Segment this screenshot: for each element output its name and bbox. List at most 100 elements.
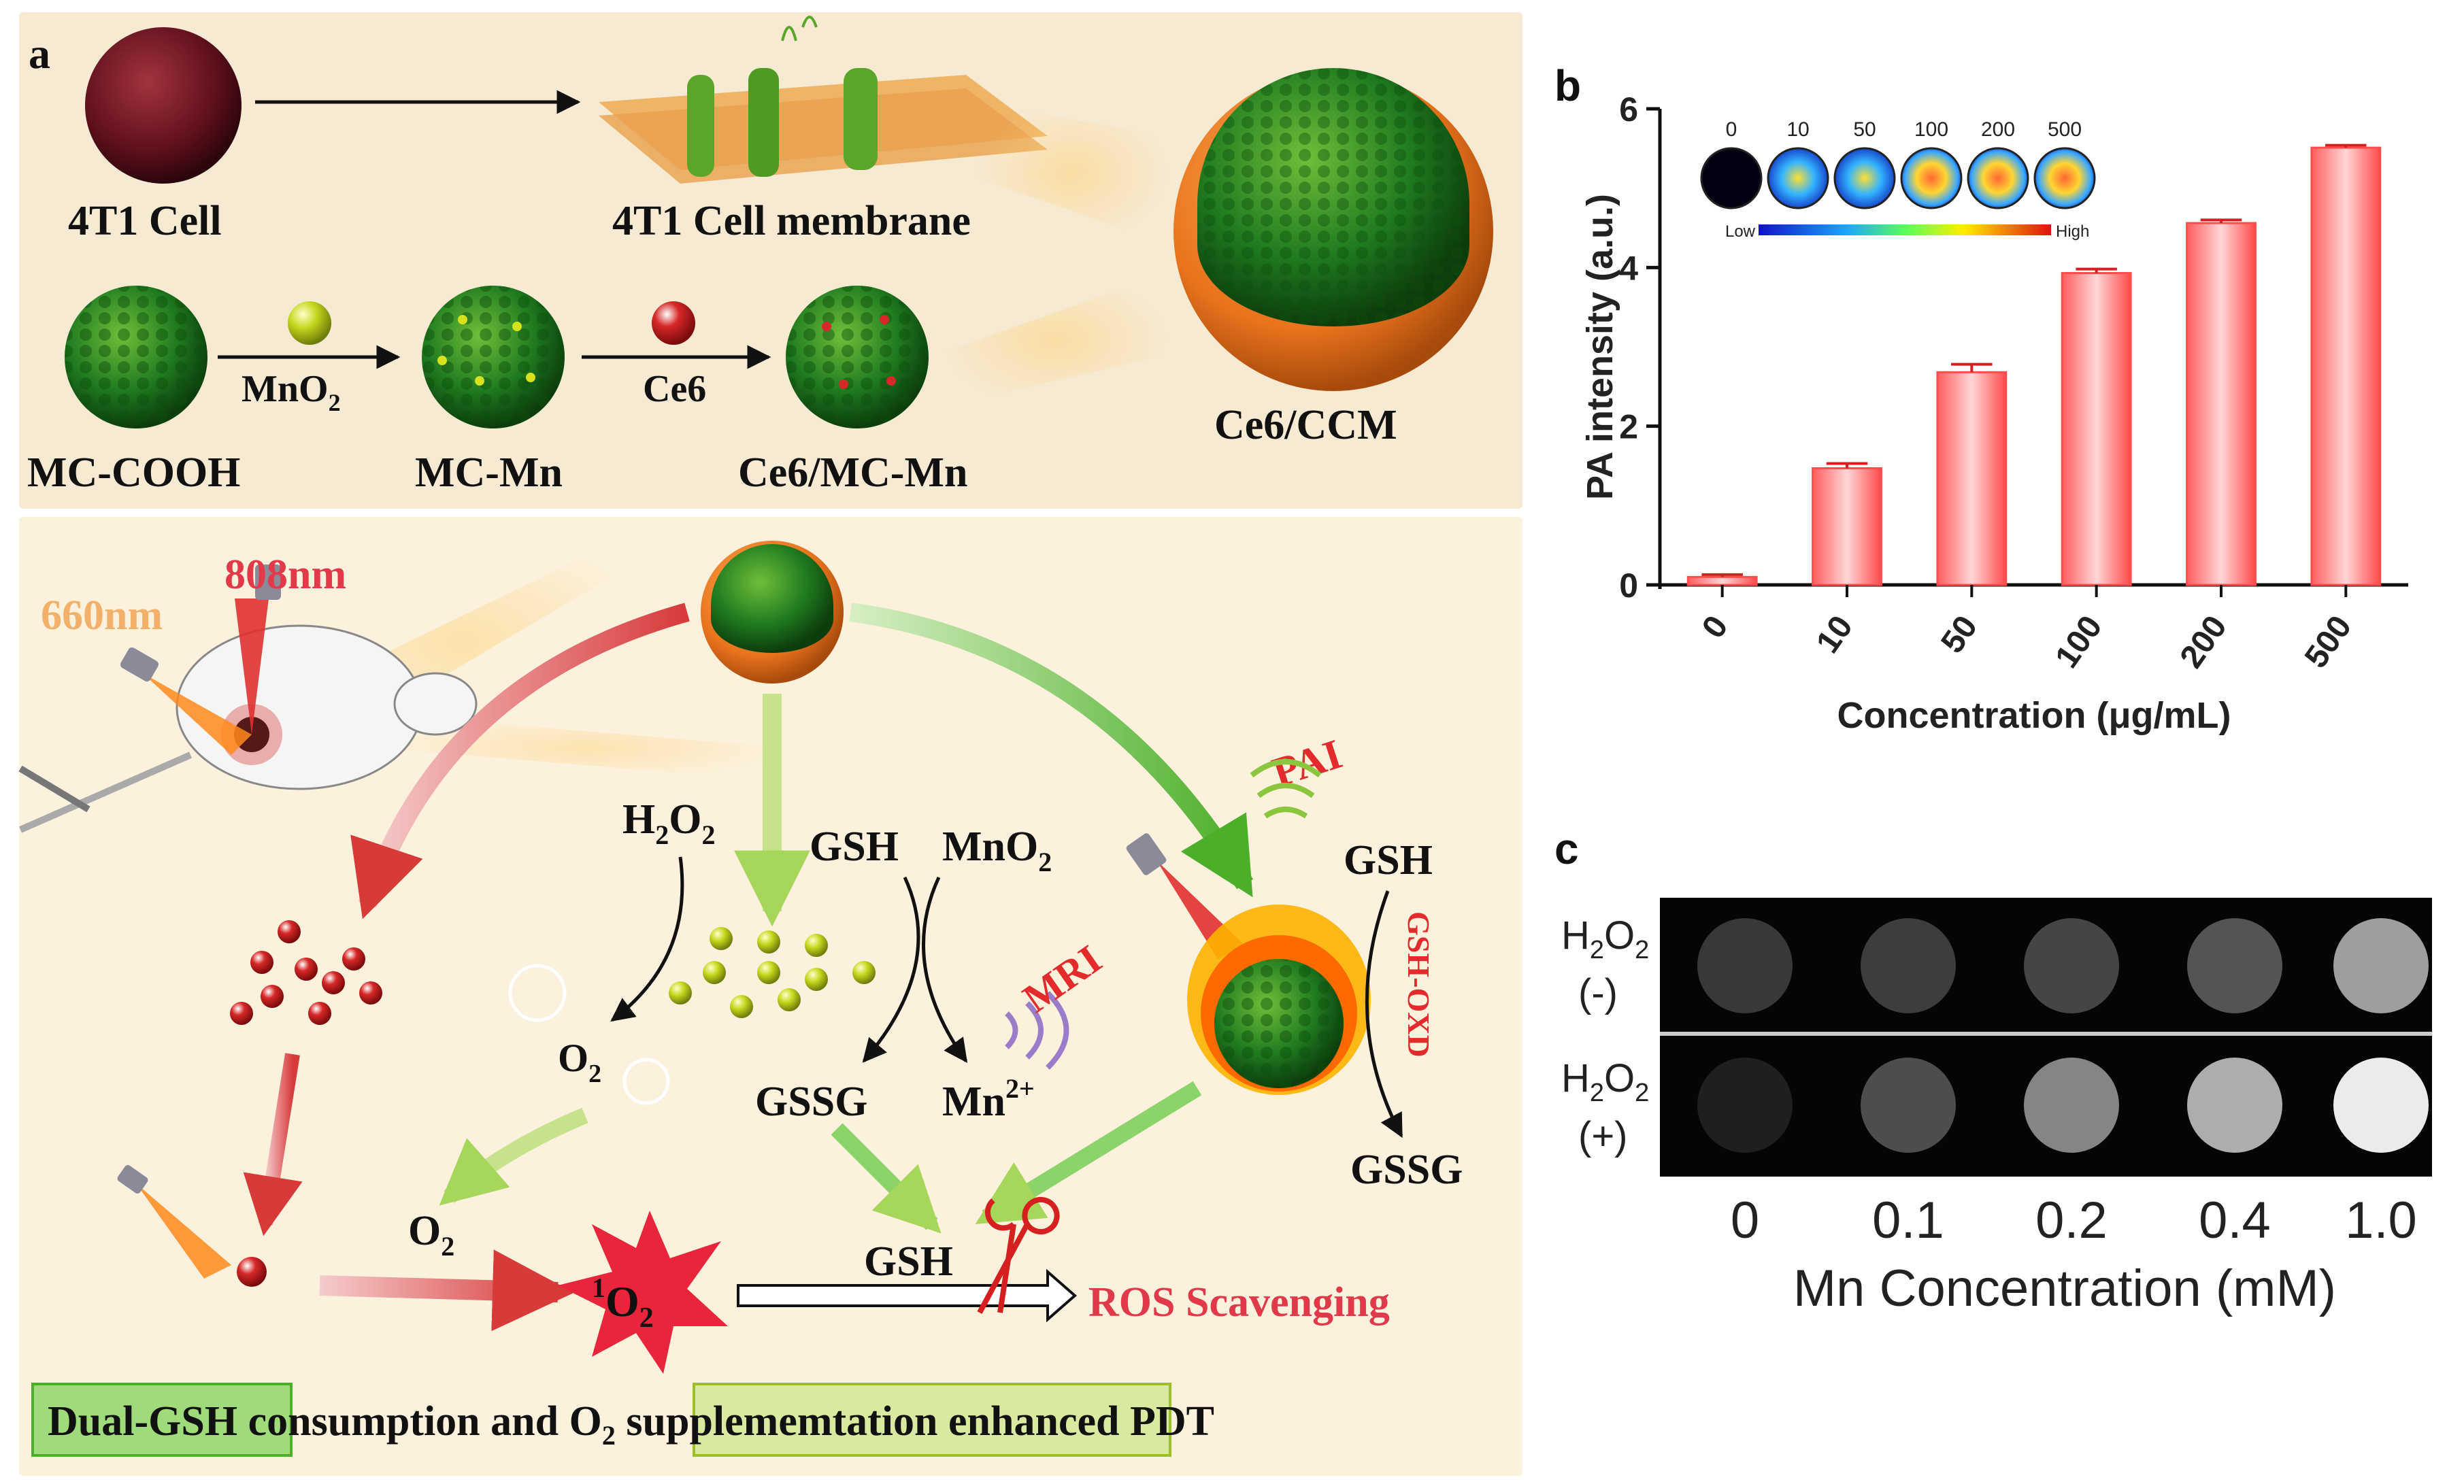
pa-image-well xyxy=(1767,147,1829,209)
o2-green-arrow xyxy=(439,1107,588,1206)
bar xyxy=(1686,575,1758,586)
mri-concentration-label: 0.4 xyxy=(2199,1192,2271,1249)
ce6-bead-single xyxy=(237,1257,267,1287)
4t1-cell xyxy=(85,27,242,184)
ce6-bead-cluster xyxy=(230,920,382,1025)
inset-label: 50 xyxy=(1853,118,1876,141)
mc-mn-label: MC-Mn xyxy=(415,450,563,496)
ce6-mc-mn-label: Ce6/MC-Mn xyxy=(738,450,967,496)
panel-c-letter: c xyxy=(1554,824,1579,873)
mri-well-plus xyxy=(2187,1058,2282,1153)
gsh-oxd-label: GSH-OXD xyxy=(1401,911,1436,1058)
green-arrow-pai xyxy=(849,603,1254,898)
y-tick-label: 6 xyxy=(1619,90,1638,129)
mri-concentration-label: 0.2 xyxy=(2035,1192,2108,1249)
bubble-1 xyxy=(508,964,567,1022)
pa-image-well xyxy=(2033,147,2096,209)
row1-sign: (-) xyxy=(1578,971,1618,1015)
mno2-bead xyxy=(288,301,331,345)
bar xyxy=(2061,272,2132,586)
red-arrow-down xyxy=(243,1053,303,1236)
inset-label: 0 xyxy=(1726,118,1737,141)
y-axis-title: PA intensity (a.u.) xyxy=(1580,194,1620,500)
pai-wave-icon xyxy=(1250,759,1322,819)
x-tick-label: 10 xyxy=(1810,609,1860,660)
mri-wave-icon xyxy=(1005,991,1069,1070)
bar xyxy=(2186,222,2257,586)
mri-well-minus xyxy=(2187,918,2282,1013)
glow-beam-top xyxy=(973,102,1170,245)
inset-label: 10 xyxy=(1786,118,1809,141)
banner-highlight-yellow xyxy=(693,1383,1171,1457)
laser-808-right-head xyxy=(1126,833,1167,875)
mri-concentration-label: 1.0 xyxy=(2345,1192,2417,1249)
syringe xyxy=(18,765,90,813)
heated-green-arrow xyxy=(975,1081,1202,1225)
gssg-green-arrow xyxy=(831,1123,942,1234)
mri-x-axis-title: Mn Concentration (mM) xyxy=(1793,1260,2336,1317)
mri-concentration-label: 0.1 xyxy=(1872,1192,1944,1249)
4t1-cell-label: 4T1 Cell xyxy=(68,198,222,244)
inset-label: 200 xyxy=(1981,118,2015,141)
y-tick-label: 0 xyxy=(1619,567,1638,605)
inset-label: 500 xyxy=(2048,118,2082,141)
h2o2-to-o2-arrow xyxy=(610,856,684,1022)
row2-h2o2-label: H2O2 xyxy=(1561,1056,1649,1107)
h2o2-label: H2O2 xyxy=(622,796,715,850)
x-tick-label: 500 xyxy=(2298,609,2359,675)
cell-membrane-illustration xyxy=(599,16,1048,184)
mri-well-plus xyxy=(1697,1058,1793,1153)
laser-660-beam xyxy=(143,673,252,755)
ros-scavenging-label: ROS Scavenging xyxy=(1088,1279,1390,1326)
panel-a-letter: a xyxy=(29,29,50,78)
bar xyxy=(2310,146,2382,586)
laser-808-beam xyxy=(235,598,269,735)
gsh-to-gssg-arrow xyxy=(862,876,920,1063)
pa-image-well xyxy=(1833,147,1896,209)
wavelength-808-label: 808nm xyxy=(224,552,346,598)
colorbar-low-label: Low xyxy=(1725,222,1756,241)
y-tick-label: 2 xyxy=(1619,408,1638,446)
row2-sign: (+) xyxy=(1578,1114,1628,1158)
red-arrow-release xyxy=(350,603,690,920)
bar xyxy=(1812,467,1882,586)
inset-label: 100 xyxy=(1914,118,1948,141)
bubble-2 xyxy=(622,1058,670,1105)
laser-660-small-head xyxy=(117,1165,148,1194)
wavelength-660-label: 660nm xyxy=(41,592,163,639)
mri-well-minus xyxy=(1861,918,1956,1013)
mri-well-minus xyxy=(1697,918,1793,1013)
x-tick-label: 50 xyxy=(1934,609,1984,660)
cell-membrane-label: 4T1 Cell membrane xyxy=(612,198,971,244)
laser-808-head xyxy=(255,564,281,600)
x-tick-label: 100 xyxy=(2048,609,2109,675)
o2-small-label: O2 xyxy=(558,1036,601,1088)
mri-well-minus xyxy=(2024,918,2119,1013)
gsh-middle-label: GSH xyxy=(810,824,899,870)
heated-nanoparticle xyxy=(1187,905,1371,1095)
panel-a: a 4T1 Cell 4T1 Cell membrane MC-COOH MnO… xyxy=(18,12,1522,1476)
mri-wells xyxy=(1697,918,2429,1153)
mno2-middle-label: MnO2 xyxy=(942,824,1052,877)
laser-660-head xyxy=(120,647,159,682)
banner-text: Dual-GSH consumption and O2 suppleme​mta… xyxy=(48,1398,1214,1451)
pa-image-well xyxy=(1700,147,1763,209)
x-tick-label: 0 xyxy=(1695,609,1735,645)
mri-well-plus xyxy=(2333,1058,2429,1153)
colorbar xyxy=(1759,224,2051,235)
gsh-right-label: GSH xyxy=(1344,837,1433,883)
gssg-middle-label: GSSG xyxy=(755,1079,867,1125)
x-tick-label: 200 xyxy=(2174,609,2234,675)
y-tick-label: 4 xyxy=(1619,249,1638,287)
colorbar-high-label: High xyxy=(2056,222,2089,241)
ce6-arrow-label: Ce6 xyxy=(643,368,706,410)
hollow-arrow xyxy=(737,1268,1078,1323)
mri-well-plus xyxy=(1861,1058,1956,1153)
mno2-to-mn2-arrow xyxy=(922,876,968,1063)
singlet-oxygen-label: 1O2 xyxy=(592,1272,654,1334)
